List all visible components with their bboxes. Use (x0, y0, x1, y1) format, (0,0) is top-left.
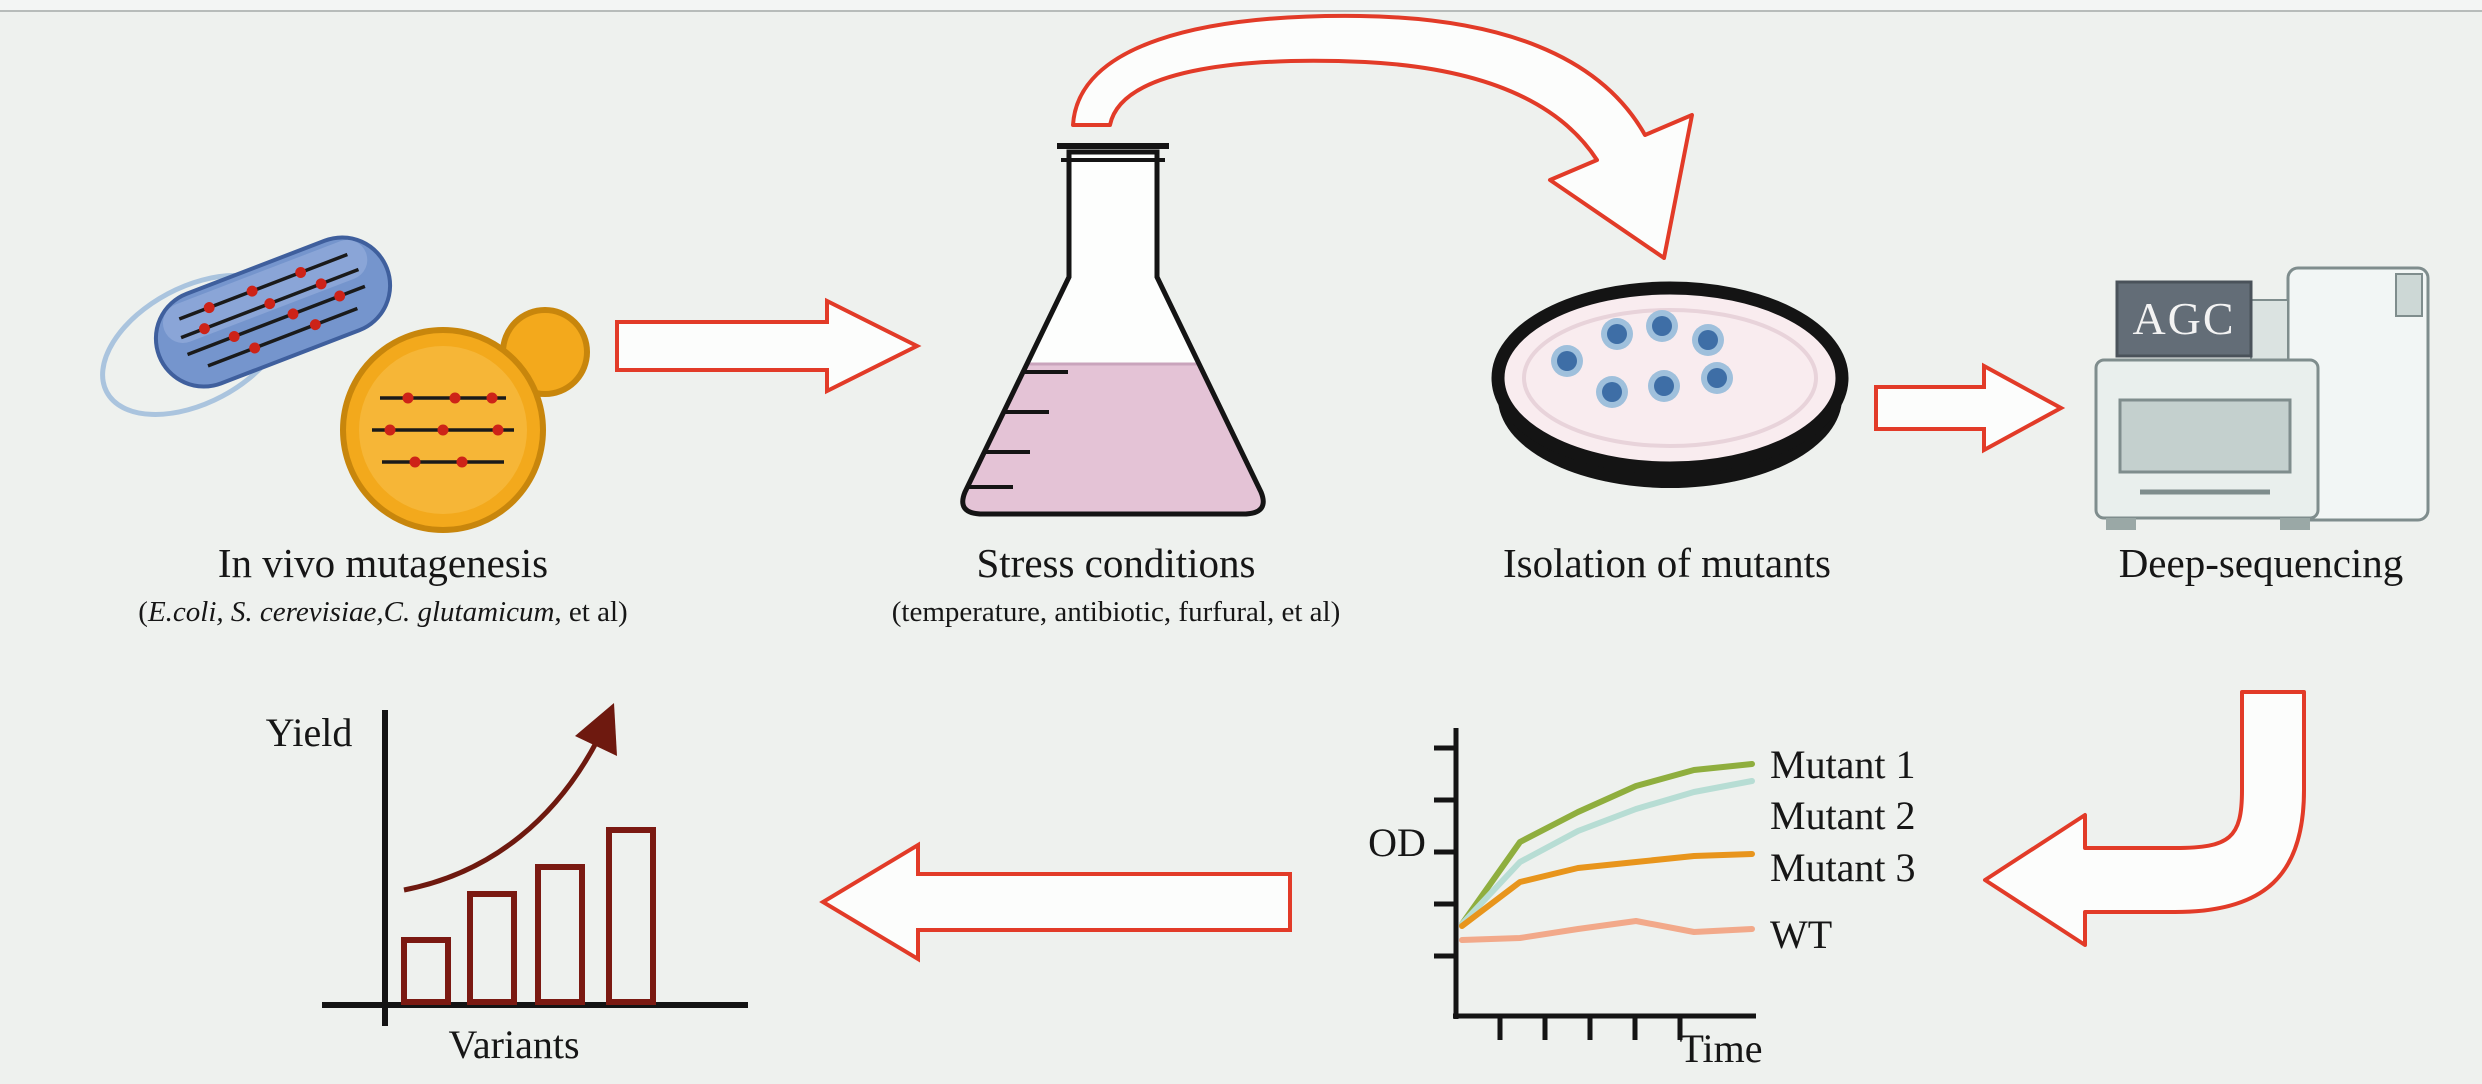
bacterium-cell (153, 235, 393, 389)
yield-bar-4 (606, 827, 656, 1005)
legend-wt: WT (1770, 912, 1833, 957)
growth-line-wt (1459, 918, 1755, 943)
sequencer-tray (2118, 398, 2292, 474)
bacterium-mutation-dots (198, 266, 346, 354)
growth-xlabel: Time (1679, 1026, 1763, 1071)
stress-title: Stress conditions (976, 540, 1256, 586)
curved-arrow-sequencing-to-growth (1983, 690, 2306, 947)
growth-line-mutant-1 (1459, 761, 1755, 927)
growth-y-ticks (1434, 745, 1456, 959)
arrow-isolation-to-sequencing (1874, 362, 2066, 454)
growth-lines (1459, 761, 1755, 943)
flask (960, 143, 1266, 517)
stress-subtitle: (temperature, antibiotic, furfural, et a… (891, 596, 1341, 628)
arrow-mutagenesis-to-stress (615, 297, 922, 395)
sequencer-machine (2094, 266, 2430, 530)
yield-ylabel: Yield (265, 710, 353, 755)
mutagenesis-subtitle: (E.coli, S. cerevisiae,C. glutamicum, et… (53, 596, 713, 629)
growth-ylabel: OD (1368, 820, 1426, 865)
yield-xlabel: Variants (448, 1022, 580, 1067)
yield-bar-1 (401, 937, 451, 1005)
isolation-title: Isolation of mutants (1503, 540, 1831, 586)
yeast-cell (340, 307, 590, 533)
yield-chart (322, 703, 748, 1026)
sequencer-screen-label: AGC (2132, 293, 2236, 344)
subtitle-paren-open: ( (138, 596, 148, 628)
growth-chart (1434, 728, 1756, 1040)
top-border (0, 0, 2482, 12)
mutant-colonies (1551, 310, 1733, 408)
legend-mutant-1: Mutant 1 (1770, 742, 1916, 787)
mutagenesis-title: In vivo mutagenesis (217, 540, 549, 586)
legend-mutant-2: Mutant 2 (1770, 793, 1916, 838)
flask-liquid (962, 364, 1264, 514)
flask-outline (960, 149, 1266, 517)
growth-line-mutant-3 (1459, 851, 1755, 929)
subtitle-species-italic: E.coli, S. cerevisiae,C. glutamicum (147, 596, 555, 628)
arrow-growth-to-yield (819, 841, 1292, 963)
growth-x-ticks (1497, 1016, 1683, 1040)
growth-line-mutant-2 (1459, 778, 1755, 927)
flask-graduations (968, 370, 1068, 489)
sequencer-screen (2115, 280, 2253, 358)
yield-trend-arrow (403, 713, 613, 893)
yield-bar-3 (535, 864, 585, 1005)
yeast-mutation-dots (384, 392, 504, 468)
curved-arrow-stress-to-isolation (1071, 13, 1694, 260)
legend-mutant-3: Mutant 3 (1770, 845, 1916, 890)
cells-illustration (100, 235, 590, 533)
yield-bar-2 (467, 891, 517, 1005)
yield-trend-arrowhead (575, 703, 617, 756)
petri-dish (1491, 281, 1849, 488)
yield-bars (401, 827, 656, 1005)
sequencing-title: Deep-sequencing (2118, 540, 2404, 586)
subtitle-paren-close: , et al) (554, 596, 628, 628)
